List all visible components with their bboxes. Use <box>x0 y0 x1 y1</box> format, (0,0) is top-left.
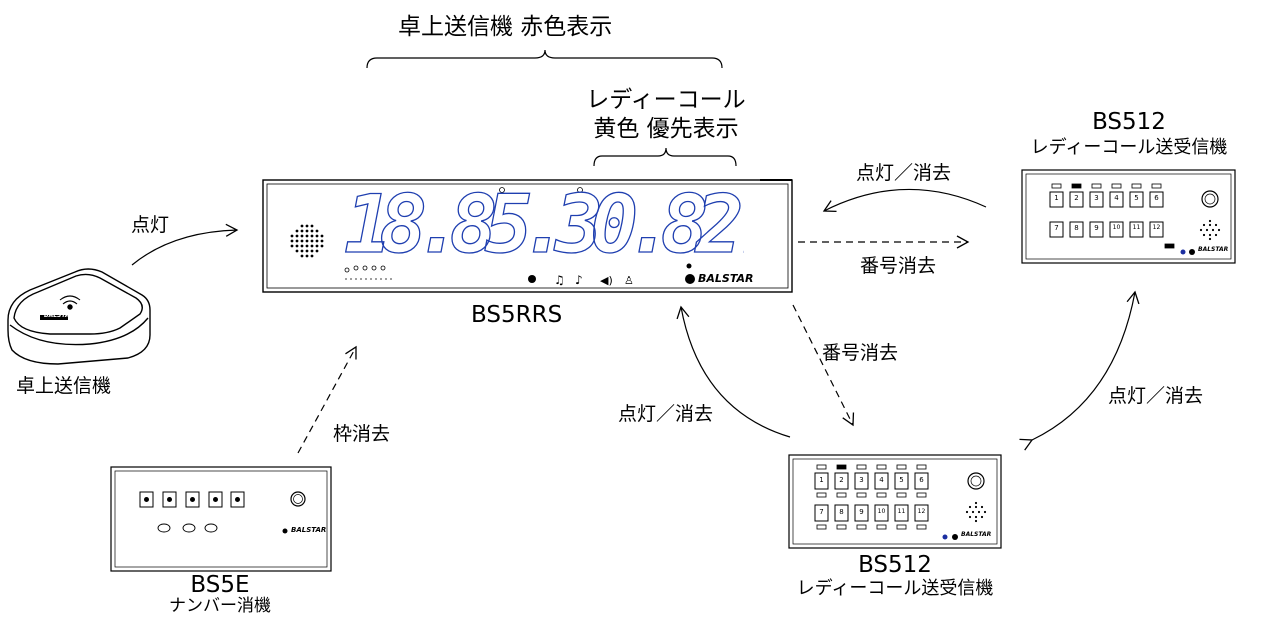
key-label: 7 <box>819 508 824 516</box>
key-label: 3 <box>1094 194 1099 202</box>
bs5e-name: BS5E <box>190 572 250 598</box>
key-label: 5 <box>1134 194 1139 202</box>
svg-text:♪: ♪ <box>575 273 583 287</box>
lady-call-brace <box>593 147 737 167</box>
label-bs512top-to-display: 点灯／消去 <box>856 162 952 184</box>
desk-transmitter-brand: BALSTAR <box>44 312 75 319</box>
lady-call-line2: 黄色 優先表示 <box>593 116 739 143</box>
status-indicators <box>344 265 395 280</box>
key-label: 12 <box>1152 224 1161 231</box>
key-label: 2 <box>839 476 844 484</box>
speaker-icon <box>1199 219 1221 241</box>
bs512-top-device <box>1021 169 1236 264</box>
key-label: 1 <box>1054 194 1059 202</box>
key-label: 5 <box>899 476 904 484</box>
label-display-to-bs512bottom: 番号消去 <box>822 342 899 364</box>
bs512-bottom-brand: BALSTAR <box>961 531 992 538</box>
key-label: 8 <box>1074 224 1079 232</box>
desk-transmitter-device <box>7 268 151 365</box>
top-brace <box>366 49 723 69</box>
bs5e-device <box>110 466 332 572</box>
function-icons: ♫ ♪ ◀) ♙ <box>528 263 695 287</box>
bs512-bottom-keypad: 1 2 3 4 5 6 7 8 9 10 11 12 <box>815 473 928 521</box>
key-label: 10 <box>877 508 886 515</box>
arrow-bs512top-to-display <box>822 188 987 213</box>
key-label: 7 <box>1054 224 1059 232</box>
bs512-top-brand: BALSTAR <box>1198 246 1229 253</box>
key-label: 12 <box>917 508 926 515</box>
display-brand: BALSTAR <box>698 272 754 285</box>
key-label: 9 <box>1094 224 1099 232</box>
key-label: 8 <box>839 508 844 516</box>
bs512-bottom-device <box>788 454 1002 549</box>
bs5rrs-label: BS5RRS <box>471 302 563 328</box>
key-label: 9 <box>859 508 864 516</box>
display-digits: 18.85.30.82.2.12. <box>344 185 744 265</box>
arrow-desk-to-display <box>131 223 239 266</box>
svg-text:♫: ♫ <box>554 273 565 287</box>
key-label: 1 <box>819 476 824 484</box>
desk-transmitter-label: 卓上送信機 <box>16 375 112 397</box>
speaker-icon <box>965 501 987 523</box>
key-label: 2 <box>1074 194 1079 202</box>
lady-call-line1: レディーコール <box>586 87 746 113</box>
bs512-top-desc: レディーコール送受信機 <box>1030 136 1228 158</box>
bs512-top-keypad: 1 2 3 4 5 6 7 8 9 10 11 12 <box>1050 192 1163 237</box>
bs5e-desc: ナンバー消機 <box>169 596 271 617</box>
key-label: 6 <box>1154 194 1159 202</box>
bs5e-brand: BALSTAR <box>291 526 327 534</box>
bs512-top-label: BS512 レディーコール送受信機 <box>1026 108 1232 159</box>
bs512-bottom-name: BS512 <box>858 552 932 578</box>
lady-call-title: レディーコール 黄色 優先表示 <box>566 86 766 145</box>
key-label: 4 <box>879 476 884 484</box>
key-label: 10 <box>1112 224 1121 231</box>
svg-text:♙: ♙ <box>624 274 634 287</box>
key-label: 11 <box>897 508 906 515</box>
label-bs512-between: 点灯／消去 <box>1108 385 1204 407</box>
key-label: 11 <box>1132 224 1141 231</box>
arrow-display-to-bs512bottom <box>792 304 855 427</box>
speaker-grille-icon <box>290 224 324 258</box>
arrow-bs512-between <box>1019 290 1140 451</box>
arrow-bs5e-to-display <box>297 345 357 454</box>
key-label: 3 <box>859 476 864 484</box>
svg-text:◀): ◀) <box>600 274 613 287</box>
top-title: 卓上送信機 赤色表示 <box>398 14 613 40</box>
key-label: 4 <box>1114 194 1119 202</box>
key-label: 6 <box>919 476 924 484</box>
bs512-top-name: BS512 <box>1092 109 1166 135</box>
bs5rrs-display: ♫ ♪ ◀) ♙ <box>262 179 793 293</box>
bs5e-label: BS5E ナンバー消機 <box>120 573 320 617</box>
bs512-bottom-label: BS512 レディーコール送受信機 <box>792 552 998 601</box>
arrow-bs512bottom-to-display <box>676 305 791 438</box>
label-desk-to-display: 点灯 <box>131 214 170 236</box>
label-bs512bottom-to-display: 点灯／消去 <box>618 403 714 425</box>
bs512-bottom-desc: レディーコール送受信機 <box>796 578 994 600</box>
label-bs5e-to-display: 枠消去 <box>333 423 391 445</box>
label-display-to-bs512top: 番号消去 <box>860 255 937 277</box>
